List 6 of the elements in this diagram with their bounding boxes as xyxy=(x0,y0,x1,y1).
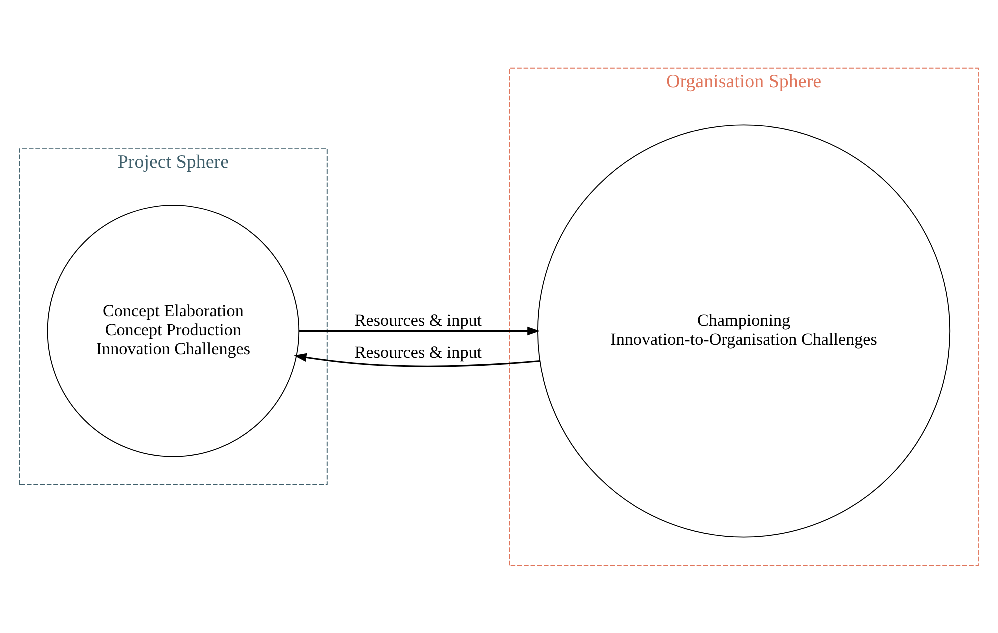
node-circle: Championing Innovation-to-Organisation Challenges xyxy=(538,124,951,538)
arrow xyxy=(299,326,540,336)
edge-label: Resources & input xyxy=(354,342,482,362)
node-circle: Concept Elaboration Concept Production Innovation Challenges xyxy=(47,204,300,457)
arrow xyxy=(294,352,540,367)
edge-label: Resources & input xyxy=(354,310,482,330)
